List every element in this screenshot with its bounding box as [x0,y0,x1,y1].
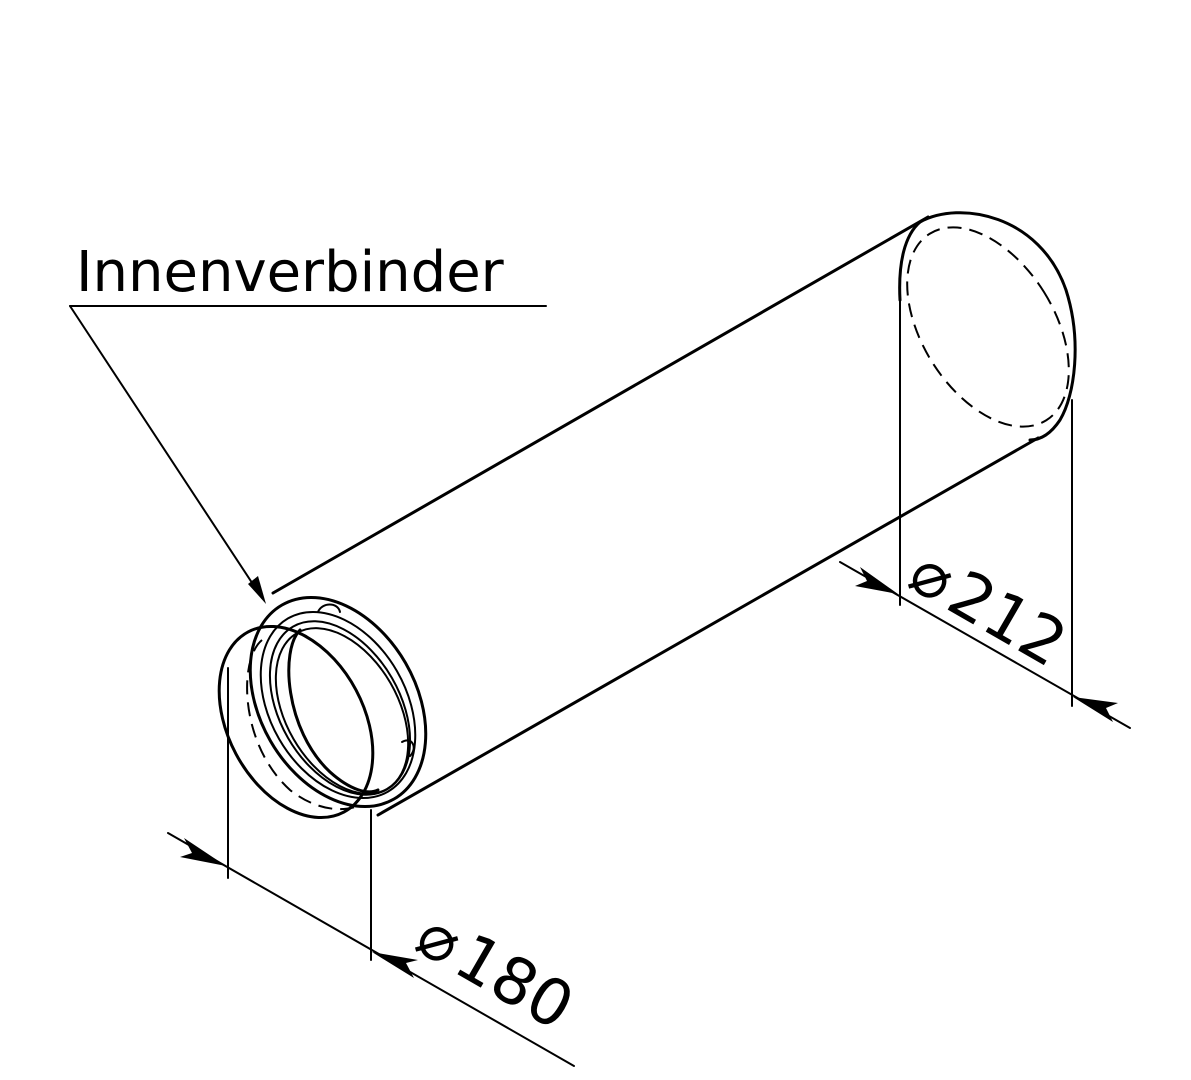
dimension-180: ⌀180 [167,667,585,1067]
arrow-212-left [855,567,898,594]
dim-180-value: 180 [443,920,586,1045]
arrow-180-right [372,952,418,978]
arrow-212-right [1073,697,1118,722]
far-end-rim [918,211,1077,442]
far-end-left-rim [898,220,922,302]
far-end-inner-circle [906,226,1070,428]
arrow-180-left [180,838,226,866]
dimension-212: ⌀212 [839,297,1131,729]
callout-label: Innenverbinder [76,240,505,305]
dim-212-text: ⌀212 [897,535,1078,682]
callout-leader-line [69,305,263,599]
dim-line-180 [167,832,575,1067]
lug-top [317,603,341,613]
connector-end [217,595,428,820]
pipe-bottom-edge [376,436,1040,817]
sleeve-front [217,624,375,820]
sleeve-inner-edge [287,628,380,794]
flange-inner-ring [259,610,417,800]
callout-arrowhead [248,576,266,604]
pipe-far-end [898,211,1077,442]
pipe-body [271,215,1040,817]
flange-ring [248,595,428,809]
dim-180-text: ⌀180 [404,898,585,1045]
lug-bottom [401,739,415,757]
pipe-top-edge [271,215,930,595]
dim-212-value: 212 [936,557,1079,682]
callout: Innenverbinder [69,240,547,604]
sleeve-hidden-edge [246,639,361,811]
